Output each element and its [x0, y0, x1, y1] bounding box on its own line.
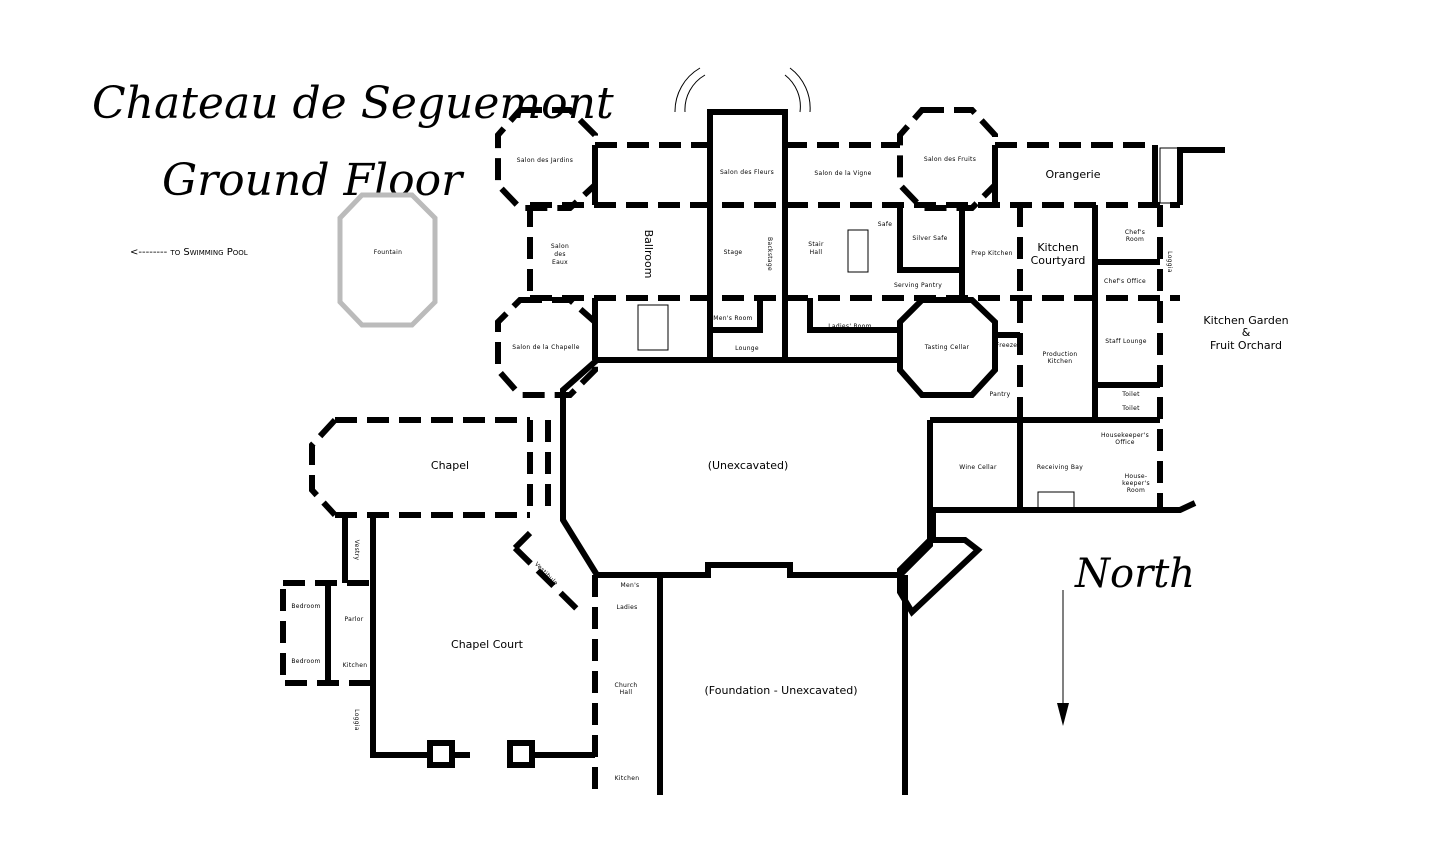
room-bedroom-2: Bedroom [291, 658, 320, 665]
room-housekeepers-room-1: House- [1125, 473, 1148, 480]
room-freezer: Freezer [996, 342, 1020, 349]
room-loggia-east: Loggia [1166, 251, 1173, 273]
staircases [637, 67, 1179, 511]
room-tasting-cellar: Tasting Cellar [924, 344, 970, 351]
room-stair-hall-1: Stair [808, 241, 824, 248]
room-prep-kitchen: Prep Kitchen [971, 250, 1012, 257]
room-chapel: Chapel [431, 459, 469, 472]
room-loggia-west: Loggia [353, 709, 360, 731]
room-pantry: Pantry [990, 391, 1011, 398]
room-housekeepers-room-3: Room [1127, 487, 1145, 494]
room-ladies-room: Ladies' Room [828, 323, 872, 330]
plan-title: Chateau de Seguemont [92, 78, 614, 129]
room-serving-pantry: Serving Pantry [894, 282, 942, 289]
room-production-kitchen-2: Kitchen [1048, 358, 1073, 365]
room-staff-lounge: Staff Lounge [1105, 338, 1147, 345]
plan-subtitle: Ground Floor [162, 155, 465, 206]
room-bedroom-1: Bedroom [291, 603, 320, 610]
room-housekeepers-office-1: Housekeeper's [1101, 432, 1149, 439]
room-chefs-room-1: Chef's [1125, 229, 1145, 236]
room-housekeepers-room-2: keeper's [1122, 480, 1150, 487]
room-salon-des-fleurs: Salon des Fleurs [720, 169, 774, 176]
room-salon-des-eaux-1: Salon [551, 243, 569, 250]
room-housekeepers-office-2: Office [1115, 439, 1134, 446]
fountain-shape [337, 192, 438, 328]
fountain-label: Fountain [374, 249, 402, 256]
room-chapel-court: Chapel Court [451, 638, 524, 651]
north-label: North [1074, 551, 1195, 597]
room-orangerie: Orangerie [1046, 168, 1101, 181]
room-labels: Salon des Jardins Salon des Fleurs Salon… [291, 156, 1288, 782]
room-kitchen-wing: Kitchen [343, 662, 368, 669]
room-mens-room: Men's Room [713, 315, 752, 322]
kitchen-garden-2: & [1242, 326, 1251, 339]
room-kitchen-courtyard-2: Courtyard [1031, 254, 1086, 267]
room-salon-de-la-vigne: Salon de la Vigne [814, 170, 871, 177]
room-stage: Stage [724, 249, 743, 256]
room-salon-des-eaux-2: des [554, 251, 566, 258]
room-chefs-room-2: Room [1126, 236, 1144, 243]
room-vestibule: Vestibule [533, 561, 559, 587]
room-lounge: Lounge [735, 345, 759, 352]
walls [280, 107, 1225, 795]
room-kitchen-courtyard-1: Kitchen [1037, 241, 1078, 254]
room-ballroom: Ballroom [642, 230, 655, 279]
arrow-head-icon [1057, 703, 1069, 726]
north-arrow: North [1057, 551, 1195, 726]
room-parlor: Parlor [344, 616, 363, 623]
swimming-pool-link[interactable]: <-------- to Swimming Pool [130, 247, 248, 258]
room-stair-hall-2: Hall [810, 249, 823, 256]
room-toilet-1: Toilet [1121, 391, 1140, 398]
room-salon-des-jardins: Salon des Jardins [517, 157, 573, 164]
room-salon-de-la-chapelle: Salon de la Chapelle [512, 344, 579, 351]
kitchen-garden-3: Fruit Orchard [1210, 339, 1282, 352]
room-safe: Safe [878, 221, 893, 228]
room-vestry: Vestry [353, 540, 360, 561]
room-foundation: (Foundation - Unexcavated) [705, 684, 858, 697]
room-mens-small: Men's [621, 582, 640, 589]
room-production-kitchen-1: Production [1043, 351, 1078, 358]
room-church-hall-2: Hall [620, 689, 633, 696]
room-ladies-small: Ladies [616, 604, 637, 611]
room-salon-des-fruits: Salon des Fruits [924, 156, 976, 163]
room-unexcavated: (Unexcavated) [708, 459, 789, 472]
room-silver-safe: Silver Safe [912, 235, 947, 242]
room-kitchen-south: Kitchen [615, 775, 640, 782]
room-wine-cellar: Wine Cellar [959, 464, 997, 471]
kitchen-garden-1: Kitchen Garden [1203, 314, 1288, 327]
room-receiving-bay: Receiving Bay [1037, 464, 1083, 471]
room-chefs-office: Chef's Office [1104, 278, 1146, 285]
room-toilet-2: Toilet [1121, 405, 1140, 412]
room-salon-des-eaux-3: Eaux [552, 259, 568, 266]
room-church-hall-1: Church [614, 682, 637, 689]
room-backstage: Backstage [766, 237, 773, 271]
